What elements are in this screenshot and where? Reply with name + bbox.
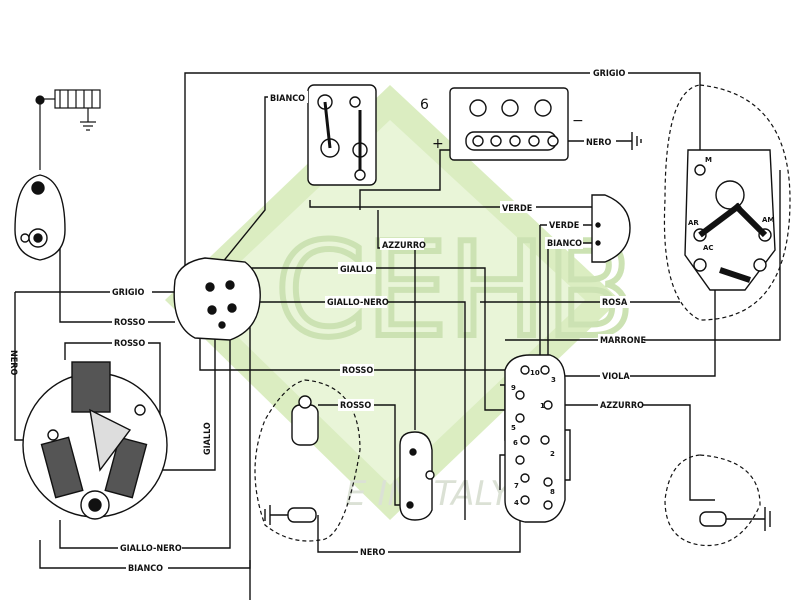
switch-terminal-m: M [705,156,712,164]
stop-switch [399,431,435,521]
wiring-connector [504,354,566,523]
label-rosso-left-2: ROSSO [114,339,145,349]
label-nero-left-vertical: NERO [8,350,18,376]
label-bianco-bottom: BIANCO [128,564,163,574]
connector-num-2: 2 [550,450,555,458]
label-grigio-top: GRIGIO [593,69,626,79]
label-giallo-nero-bottom: GIALLO-NERO [120,544,182,554]
watermark-logo-text: CEHB [275,214,635,366]
battery-number: 6 [420,97,429,113]
connector-num-4: 4 [514,499,519,507]
rear-lamp-outline [664,454,761,547]
label-giallo-vertical: GIALLO [203,422,213,455]
connector-num-3: 3 [551,376,556,384]
battery [449,87,642,161]
label-rosso-lower: ROSSO [340,401,371,411]
connector-num-9: 9 [511,384,516,392]
label-azzurro-top: AZZURRO [382,241,426,251]
stator-plate [22,361,168,520]
spark-plug [35,89,101,170]
label-marrone: MARRONE [600,336,646,346]
voltage-regulator [307,84,377,186]
headlight-outline [663,84,791,321]
label-verde-right: VERDE [502,204,532,214]
rear-lamp-bulb [699,507,771,531]
label-nero-battery: NERO [586,138,612,148]
connector-num-5: 5 [511,424,516,432]
label-rosa: ROSA [602,298,628,308]
switch-terminal-ar: AR [688,219,699,227]
dashed-outlines [254,84,791,547]
label-viola: VIOLA [602,372,630,382]
light-switch [684,149,776,291]
label-giallo-nero-mid: GIALLO-NERO [327,298,389,308]
battery-plus: + [432,136,444,152]
junction-block [173,257,261,341]
battery-minus: − [572,113,584,129]
wire-labels: GRIGIO BIANCO NERO VERDE AZZURRO VERDE B… [8,66,646,574]
label-bianco-small: BIANCO [547,239,582,249]
connector-num-1: 1 [540,402,545,410]
ignition-coil [14,174,66,261]
connector-num-8: 8 [550,488,555,496]
connector-num-6: 6 [513,439,518,447]
label-nero-bottom: NERO [360,548,386,558]
label-giallo-mid: GIALLO [340,265,373,275]
switch-terminal-ac: AC [703,244,714,252]
label-bianco-top: BIANCO [270,94,305,104]
label-grigio-left: GRIGIO [112,288,145,298]
connector-num-7: 7 [514,482,519,490]
label-rosso-left-1: ROSSO [114,318,145,328]
switch-terminal-am: AM [762,216,774,224]
horn [591,194,631,263]
label-rosso-mid: ROSSO [342,366,373,376]
connector-num-10: 10 [530,369,540,377]
label-verde-small: VERDE [549,221,579,231]
tail-lamp-bulb [264,395,319,525]
label-azzurro-right: AZZURRO [600,401,644,411]
